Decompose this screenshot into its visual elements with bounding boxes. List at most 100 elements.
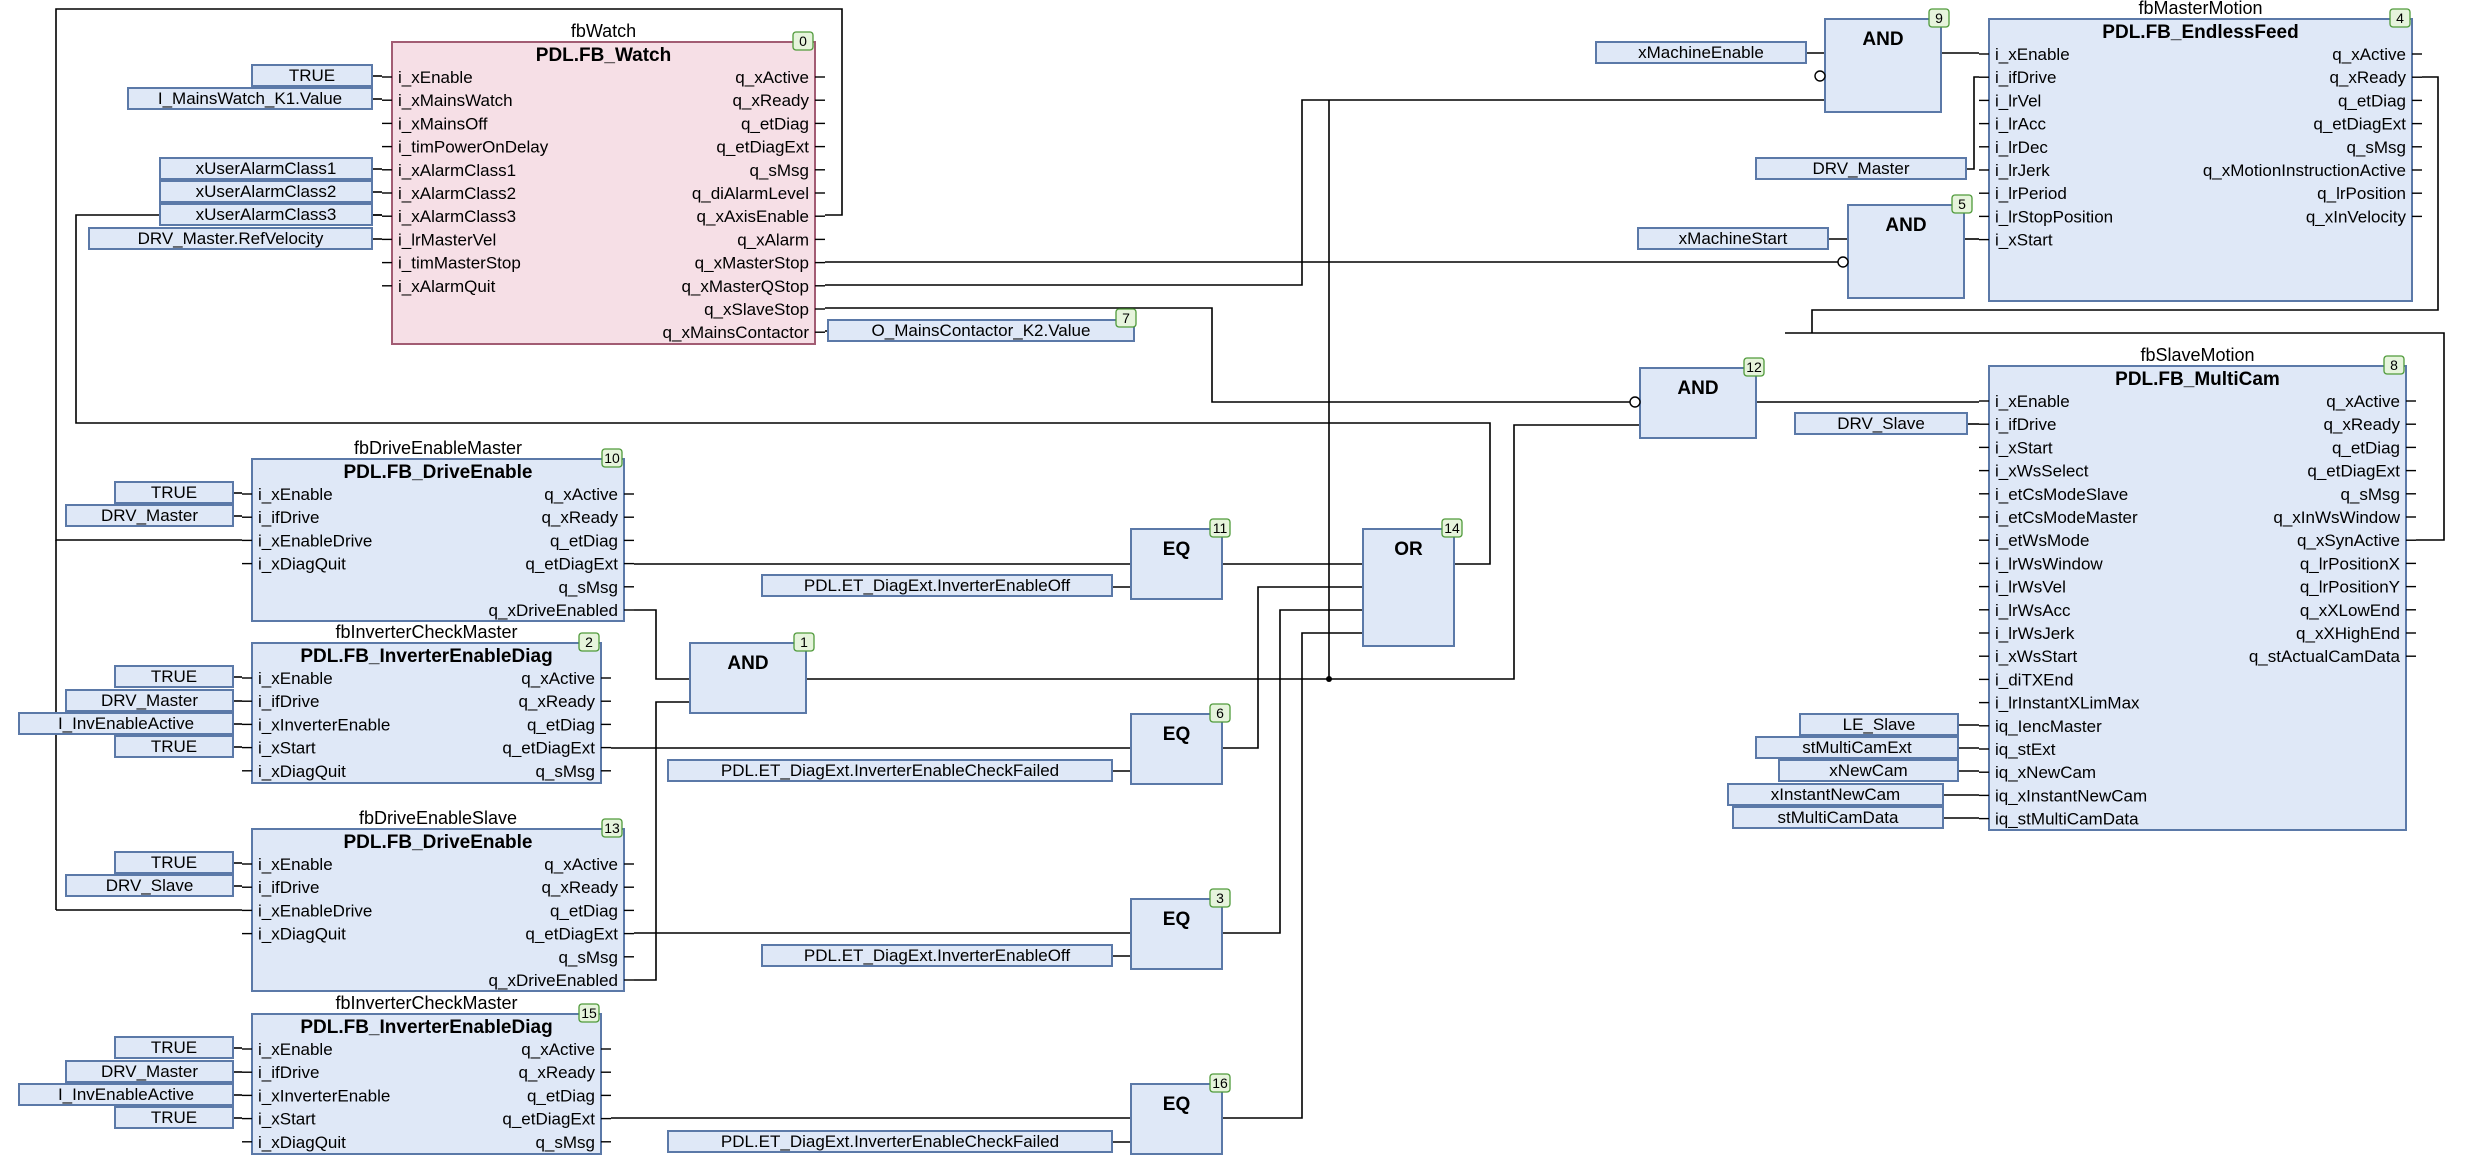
input-pin-i_etCsModeMaster[interactable]: i_etCsModeMaster	[1995, 508, 2138, 527]
input-pin-i_ifDrive[interactable]: i_ifDrive	[258, 508, 319, 527]
variable-box-body[interactable]	[1778, 759, 1959, 782]
output-pin-q_etDiag[interactable]: q_etDiag	[527, 715, 595, 734]
output-pin-q_xInWsWindow[interactable]: q_xInWsWindow	[2273, 508, 2400, 527]
variable-box-body[interactable]	[114, 481, 234, 504]
input-pin-i_xMainsWatch[interactable]: i_xMainsWatch	[398, 91, 513, 110]
output-pin-q_sMsg[interactable]: q_sMsg	[535, 762, 595, 781]
operator-body[interactable]	[1130, 713, 1223, 785]
output-pin-q_xReady[interactable]: q_xReady	[2329, 68, 2406, 87]
function-block-fbInverterCheckMaster2[interactable]: fbInverterCheckMasterPDL.FB_InverterEnab…	[242, 993, 611, 1155]
input-pin-iq_xNewCam[interactable]: iq_xNewCam	[1995, 763, 2096, 782]
variable-box-c_eq11[interactable]: PDL.ET_DiagExt.InverterEnableOff	[761, 574, 1113, 597]
variable-box-c_dm1[interactable]: TRUE	[114, 481, 234, 504]
block-body[interactable]	[391, 41, 816, 345]
output-pin-q_xAxisEnable[interactable]: q_xAxisEnable	[697, 207, 809, 226]
output-pin-q_xActive[interactable]: q_xActive	[544, 855, 618, 874]
output-pin-q_xMasterStop[interactable]: q_xMasterStop	[695, 254, 809, 273]
input-pin-i_xEnable[interactable]: i_xEnable	[1995, 392, 2070, 411]
input-pin-i_xInverterEnable[interactable]: i_xInverterEnable	[258, 1086, 390, 1105]
variable-box-c_smcd[interactable]: stMultiCamData	[1732, 806, 1944, 829]
variable-box-body[interactable]	[65, 689, 234, 712]
input-pin-i_diTXEnd[interactable]: i_diTXEnd	[1995, 670, 2073, 689]
operator-eq6[interactable]: EQ6	[1130, 703, 1231, 785]
variable-box-c_w1[interactable]: TRUE	[251, 64, 373, 87]
block-body[interactable]	[251, 828, 625, 992]
block-body[interactable]	[1988, 18, 2413, 302]
variable-box-c_me[interactable]: xMachineEnable	[1595, 41, 1807, 64]
output-pin-q_etDiag[interactable]: q_etDiag	[2332, 438, 2400, 457]
output-pin-q_xActive[interactable]: q_xActive	[521, 669, 595, 688]
output-pin-q_xActive[interactable]: q_xActive	[735, 68, 809, 87]
variable-box-body[interactable]	[1732, 806, 1944, 829]
output-pin-q_sMsg[interactable]: q_sMsg	[558, 578, 618, 597]
output-pin-q_xDriveEnabled[interactable]: q_xDriveEnabled	[489, 971, 618, 990]
input-pin-i_ifDrive[interactable]: i_ifDrive	[258, 878, 319, 897]
function-block-fbDriveEnableMaster[interactable]: fbDriveEnableMasterPDL.FB_DriveEnable10i…	[242, 438, 634, 622]
variable-box-c_eq3[interactable]: PDL.ET_DiagExt.InverterEnableOff	[761, 944, 1113, 967]
input-pin-i_xWsSelect[interactable]: i_xWsSelect	[1995, 462, 2089, 481]
variable-box-body[interactable]	[114, 851, 234, 874]
input-pin-i_lrWsAcc[interactable]: i_lrWsAcc	[1995, 601, 2071, 620]
operator-body[interactable]	[1362, 528, 1455, 647]
output-pin-q_xReady[interactable]: q_xReady	[732, 91, 809, 110]
output-pin-q_etDiag[interactable]: q_etDiag	[527, 1086, 595, 1105]
operator-eq3[interactable]: EQ3	[1130, 888, 1231, 970]
output-pin-q_xReady[interactable]: q_xReady	[2323, 415, 2400, 434]
output-pin-q_etDiagExt[interactable]: q_etDiagExt	[2307, 462, 2400, 481]
output-pin-q_etDiag[interactable]: q_etDiag	[741, 114, 809, 133]
input-pin-i_xAlarmClass1[interactable]: i_xAlarmClass1	[398, 161, 516, 180]
function-block-fbMasterMotion[interactable]: fbMasterMotionPDL.FB_EndlessFeed4i_xEnab…	[1979, 0, 2422, 302]
input-pin-i_xEnable[interactable]: i_xEnable	[258, 669, 333, 688]
input-pin-i_ifDrive[interactable]: i_ifDrive	[258, 1063, 319, 1082]
input-pin-iq_stMultiCamData[interactable]: iq_stMultiCamData	[1995, 810, 2139, 829]
output-pin-q_etDiag[interactable]: q_etDiag	[550, 531, 618, 550]
input-pin-i_xEnable[interactable]: i_xEnable	[258, 485, 333, 504]
input-pin-iq_xInstantNewCam[interactable]: iq_xInstantNewCam	[1995, 786, 2147, 805]
operator-body[interactable]	[689, 642, 807, 714]
input-pin-i_lrMasterVel[interactable]: i_lrMasterVel	[398, 230, 496, 249]
input-pin-i_xEnable[interactable]: i_xEnable	[258, 855, 333, 874]
input-pin-i_xEnable[interactable]: i_xEnable	[258, 1040, 333, 1059]
variable-box-body[interactable]	[159, 180, 373, 203]
variable-box-c_le[interactable]: LE_Slave	[1799, 713, 1959, 736]
input-pin-i_xEnable[interactable]: i_xEnable	[398, 68, 473, 87]
operator-body[interactable]	[1130, 898, 1223, 970]
variable-box-c_ic1[interactable]: TRUE	[114, 665, 234, 688]
output-pin-q_xReady[interactable]: q_xReady	[541, 508, 618, 527]
input-pin-i_xStart[interactable]: i_xStart	[1995, 231, 2053, 250]
variable-box-body[interactable]	[114, 735, 234, 758]
variable-box-c_ds1[interactable]: TRUE	[114, 851, 234, 874]
output-pin-q_etDiagExt[interactable]: q_etDiagExt	[525, 555, 618, 574]
output-pin-q_xXHighEnd[interactable]: q_xXHighEnd	[2296, 624, 2400, 643]
block-body[interactable]	[251, 1013, 602, 1155]
output-pin-q_etDiag[interactable]: q_etDiag	[550, 901, 618, 920]
variable-box-body[interactable]	[1799, 713, 1959, 736]
variable-box-c_drvs[interactable]: DRV_Slave	[1794, 412, 1968, 435]
input-pin-i_lrInstantXLimMax[interactable]: i_lrInstantXLimMax	[1995, 694, 2140, 713]
variable-box-c_w6[interactable]: DRV_Master.RefVelocity	[88, 227, 373, 250]
variable-box-body[interactable]	[667, 1130, 1113, 1153]
variable-box-body[interactable]	[65, 874, 234, 897]
output-pin-q_etDiagExt[interactable]: q_etDiagExt	[2313, 115, 2406, 134]
variable-box-body[interactable]	[1637, 227, 1829, 250]
output-pin-q_etDiag[interactable]: q_etDiag	[2338, 91, 2406, 110]
variable-box-c_i21[interactable]: TRUE	[114, 1036, 234, 1059]
output-pin-q_xMotionInstructionActive[interactable]: q_xMotionInstructionActive	[2203, 161, 2406, 180]
output-pin-q_xActive[interactable]: q_xActive	[2332, 45, 2406, 64]
variable-box-body[interactable]	[18, 1083, 234, 1106]
variable-box-c_ds2[interactable]: DRV_Slave	[65, 874, 234, 897]
operator-body[interactable]	[1639, 367, 1757, 439]
variable-box-body[interactable]	[251, 64, 373, 87]
input-pin-i_xEnableDrive[interactable]: i_xEnableDrive	[258, 901, 372, 920]
variable-box-body[interactable]	[667, 759, 1113, 782]
variable-box-c_i23[interactable]: I_InvEnableActive	[18, 1083, 234, 1106]
variable-box-c_i24[interactable]: TRUE	[114, 1106, 234, 1129]
output-pin-q_xMasterQStop[interactable]: q_xMasterQStop	[681, 277, 809, 296]
input-pin-i_lrDec[interactable]: i_lrDec	[1995, 138, 2048, 157]
